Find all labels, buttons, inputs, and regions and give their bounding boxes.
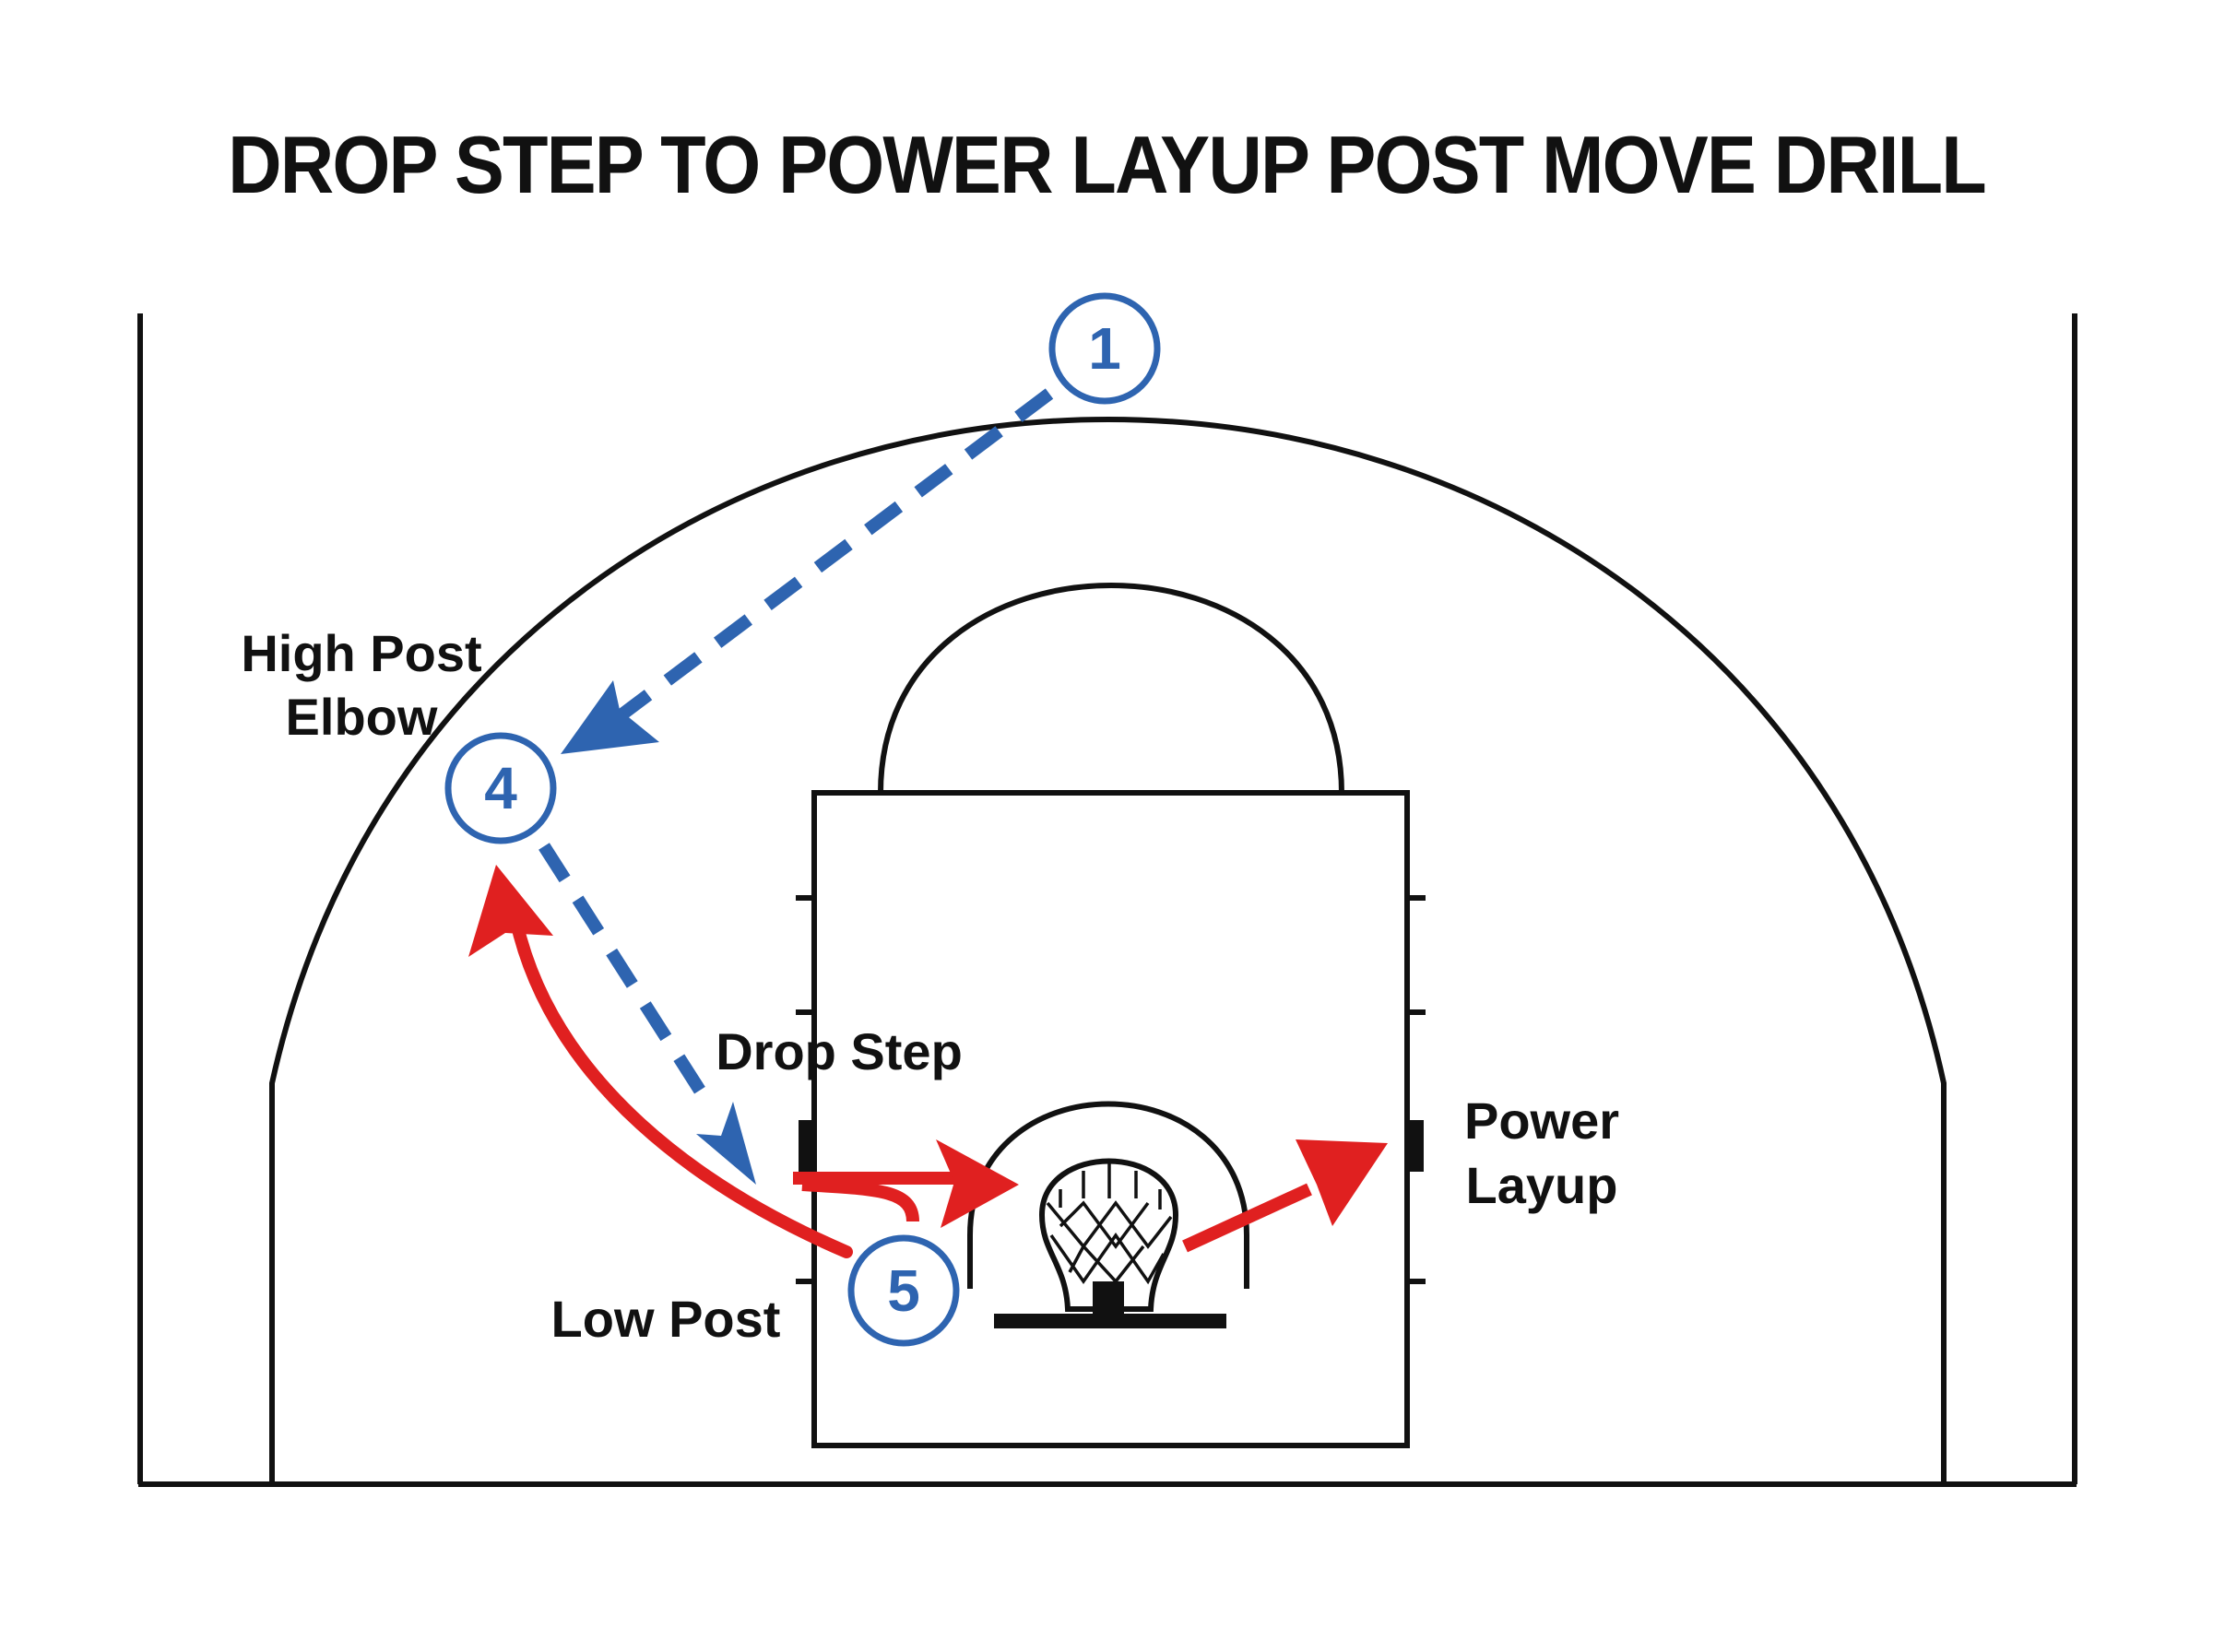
player-5: 5 [847,1234,960,1347]
court-lines [137,313,2077,1487]
three-point-line [269,416,1947,1484]
basket [994,1158,1226,1328]
block-right [1407,1120,1424,1172]
diagram-title: DROP STEP TO POWER LAYUP POST MOVE DRILL [228,119,1987,210]
label-drop-step: Drop Step [716,1022,963,1080]
cut-arrowhead-icon [696,1102,756,1185]
move-5-to-elbow [468,865,853,1258]
pass-arrowhead-icon [561,680,659,754]
power-layup-arrow [1182,1139,1388,1253]
backboard [994,1314,1226,1328]
player-4-number: 4 [484,755,517,821]
pass-1-to-4 [561,388,1054,754]
label-power: Power [1464,1092,1619,1150]
hash-marks-right [1407,895,1426,1284]
player-1: 1 [1048,292,1161,405]
move-arrowhead-up-icon [468,865,553,957]
label-high-post: High Post [241,624,481,682]
player-1-number: 1 [1088,315,1121,382]
cut-4-to-low-post [538,843,756,1185]
label-layup: Layup [1466,1156,1618,1214]
key-lane [811,790,1410,1448]
player-4: 4 [444,732,557,844]
block-left [799,1120,815,1172]
label-elbow: Elbow [286,688,438,746]
net-icon [1038,1158,1179,1312]
power-layup-arrowhead-icon [1296,1139,1388,1226]
hash-marks-left [796,895,814,1284]
free-throw-circle [878,583,1344,794]
player-5-number: 5 [887,1257,920,1324]
drop-step-arrow [793,1139,1019,1228]
label-low-post: Low Post [551,1290,781,1348]
drop-step-arrowhead-icon [936,1139,1019,1228]
